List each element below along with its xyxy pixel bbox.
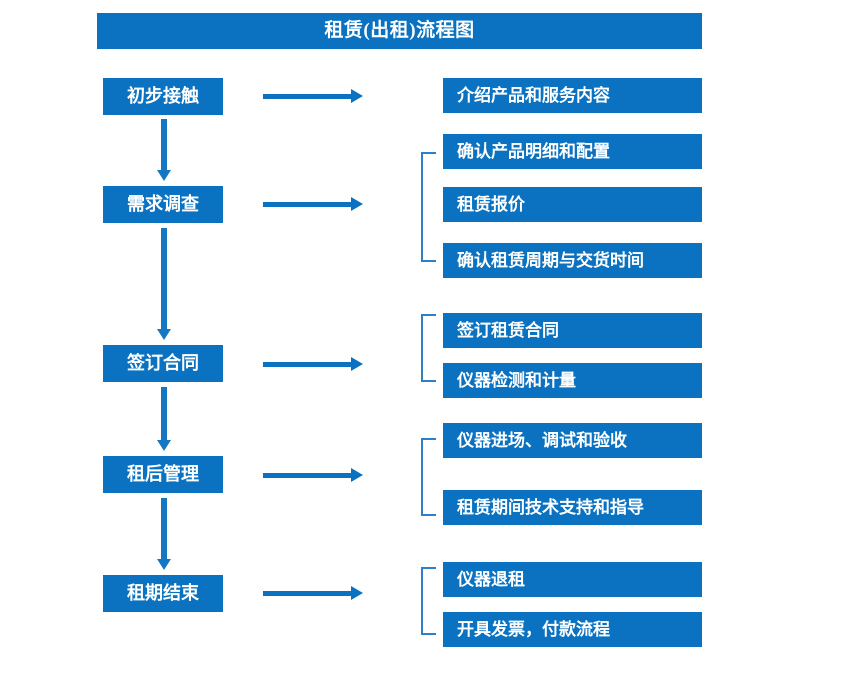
detail-box-1[interactable]: 介绍产品和服务内容 bbox=[443, 78, 702, 113]
group-bracket-icon-5 bbox=[421, 567, 436, 635]
group-bracket-icon-2 bbox=[421, 152, 436, 262]
vertical-arrow-icon-2 bbox=[157, 228, 171, 340]
vertical-arrow-icon-4 bbox=[157, 498, 171, 570]
stage-box-2[interactable]: 需求调查 bbox=[103, 186, 223, 223]
stage-box-4[interactable]: 租后管理 bbox=[103, 456, 223, 493]
detail-box-9[interactable]: 仪器退租 bbox=[443, 562, 702, 597]
detail-box-8[interactable]: 租赁期间技术支持和指导 bbox=[443, 490, 702, 525]
detail-box-5[interactable]: 签订租赁合同 bbox=[443, 313, 702, 348]
horizontal-arrow-icon-4 bbox=[263, 468, 363, 482]
stage-box-3[interactable]: 签订合同 bbox=[103, 345, 223, 382]
page-title: 租赁(出租)流程图 bbox=[97, 13, 702, 49]
horizontal-arrow-icon-1 bbox=[263, 89, 363, 103]
detail-box-6[interactable]: 仪器检测和计量 bbox=[443, 363, 702, 398]
horizontal-arrow-icon-5 bbox=[263, 586, 363, 600]
horizontal-arrow-icon-2 bbox=[263, 197, 363, 211]
detail-box-10[interactable]: 开具发票，付款流程 bbox=[443, 612, 702, 647]
vertical-arrow-icon-1 bbox=[157, 119, 171, 181]
detail-box-3[interactable]: 租赁报价 bbox=[443, 187, 702, 222]
group-bracket-icon-4 bbox=[421, 438, 436, 516]
stage-box-5[interactable]: 租期结束 bbox=[103, 575, 223, 612]
detail-box-2[interactable]: 确认产品明细和配置 bbox=[443, 134, 702, 169]
stage-box-1[interactable]: 初步接触 bbox=[103, 78, 223, 115]
detail-box-4[interactable]: 确认租赁周期与交货时间 bbox=[443, 243, 702, 278]
horizontal-arrow-icon-3 bbox=[263, 357, 363, 371]
group-bracket-icon-3 bbox=[421, 314, 436, 382]
vertical-arrow-icon-3 bbox=[157, 387, 171, 451]
detail-box-7[interactable]: 仪器进场、调试和验收 bbox=[443, 423, 702, 458]
